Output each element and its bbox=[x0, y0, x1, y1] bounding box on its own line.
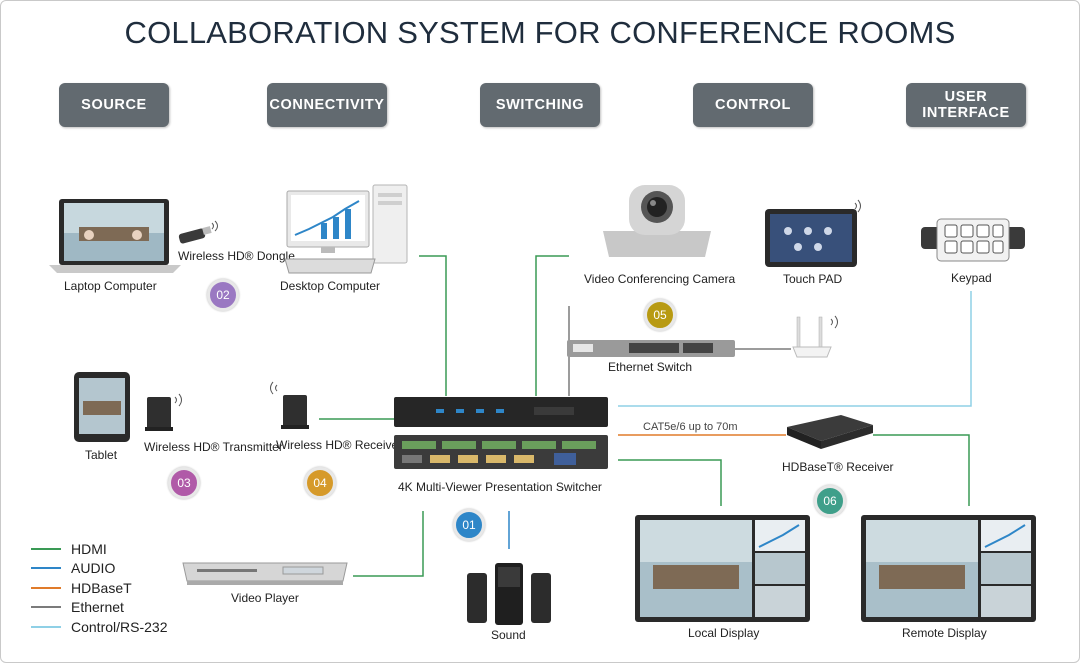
step-badge-04: 04 bbox=[304, 467, 336, 499]
camera-label: Video Conferencing Camera bbox=[584, 272, 736, 286]
hdbaset-receiver-label: HDBaseT® Receiver bbox=[782, 460, 894, 474]
legend-swatch bbox=[31, 547, 61, 550]
page-title: COLLABORATION SYSTEM FOR CONFERENCE ROOM… bbox=[124, 15, 956, 50]
desktop-computer-icon bbox=[284, 184, 408, 274]
local-display-icon bbox=[635, 515, 810, 622]
presentation-switcher-icon bbox=[394, 397, 608, 469]
legend-item-hdmi: HDMI bbox=[31, 539, 168, 559]
legend-swatch bbox=[31, 567, 61, 570]
dongle-label: Wireless HD® Dongle bbox=[178, 249, 295, 263]
video-player-label: Video Player bbox=[231, 591, 299, 605]
hdmi-wire-local-display bbox=[618, 459, 722, 506]
step-badge-02: 02 bbox=[207, 279, 239, 311]
step-badge-01: 01 bbox=[453, 509, 485, 541]
step-badge-03: 03 bbox=[168, 467, 200, 499]
wireless-receiver-icon bbox=[270, 381, 309, 429]
hdmi-wire-player bbox=[353, 511, 424, 577]
step-badge-05: 05 bbox=[644, 299, 676, 331]
category-connectivity: CONNECTIVITY bbox=[267, 83, 387, 127]
wireless-dongle-icon bbox=[178, 220, 218, 244]
step-badge-06: 06 bbox=[814, 485, 846, 517]
switcher-label: 4K Multi-Viewer Presentation Switcher bbox=[398, 480, 602, 494]
legend-item-ethernet: Ethernet bbox=[31, 598, 168, 618]
wireless-transmitter-icon bbox=[145, 393, 182, 431]
hdbaset-receiver-icon bbox=[787, 415, 873, 449]
legend-item-hdbaset: HDBaseT bbox=[31, 578, 168, 598]
category-switching: SWITCHING bbox=[480, 83, 600, 127]
touch-pad-icon bbox=[765, 199, 861, 267]
category-source: SOURCE bbox=[59, 83, 169, 127]
laptop-label: Laptop Computer bbox=[64, 279, 157, 293]
local-display-label: Local Display bbox=[688, 626, 760, 640]
hdmi-wire-desktop bbox=[419, 255, 447, 396]
speakers-icon bbox=[467, 563, 551, 625]
hdmi-wire-remote-display bbox=[873, 434, 970, 506]
cable-distance-label: CAT5e/6 up to 70m bbox=[643, 421, 738, 433]
receiver-label: Wireless HD® Receiver bbox=[276, 438, 403, 452]
legend-swatch bbox=[31, 586, 61, 589]
sound-label: Sound bbox=[491, 628, 526, 642]
video-player-icon bbox=[182, 562, 348, 585]
video-camera-icon bbox=[603, 185, 711, 257]
transmitter-label: Wireless HD® Transmitter bbox=[144, 440, 283, 454]
keypad-label: Keypad bbox=[951, 271, 992, 285]
hdmi-wire-camera bbox=[535, 255, 569, 396]
ethernet-switch-label: Ethernet Switch bbox=[608, 360, 693, 374]
category-user-interface: USER INTERFACE bbox=[906, 83, 1026, 127]
keypad-icon bbox=[921, 218, 1025, 262]
touchpad-label: Touch PAD bbox=[783, 272, 843, 286]
remote-display-icon bbox=[861, 515, 1036, 622]
tablet-label: Tablet bbox=[85, 448, 118, 462]
laptop-icon bbox=[49, 199, 181, 273]
tablet-icon bbox=[74, 372, 130, 442]
category-control: CONTROL bbox=[693, 83, 813, 127]
control-wire-keypad bbox=[618, 291, 972, 407]
remote-display-label: Remote Display bbox=[902, 626, 987, 640]
legend-swatch bbox=[31, 606, 61, 609]
ethernet-switch-icon bbox=[567, 340, 735, 357]
legend-item-audio: AUDIO bbox=[31, 559, 168, 579]
legend-swatch bbox=[31, 625, 61, 628]
legend: HDMI AUDIO HDBaseT Ethernet Control/RS-2… bbox=[31, 539, 168, 637]
desktop-label: Desktop Computer bbox=[280, 279, 381, 293]
router-icon bbox=[792, 315, 838, 358]
legend-item-control: Control/RS-232 bbox=[31, 617, 168, 637]
